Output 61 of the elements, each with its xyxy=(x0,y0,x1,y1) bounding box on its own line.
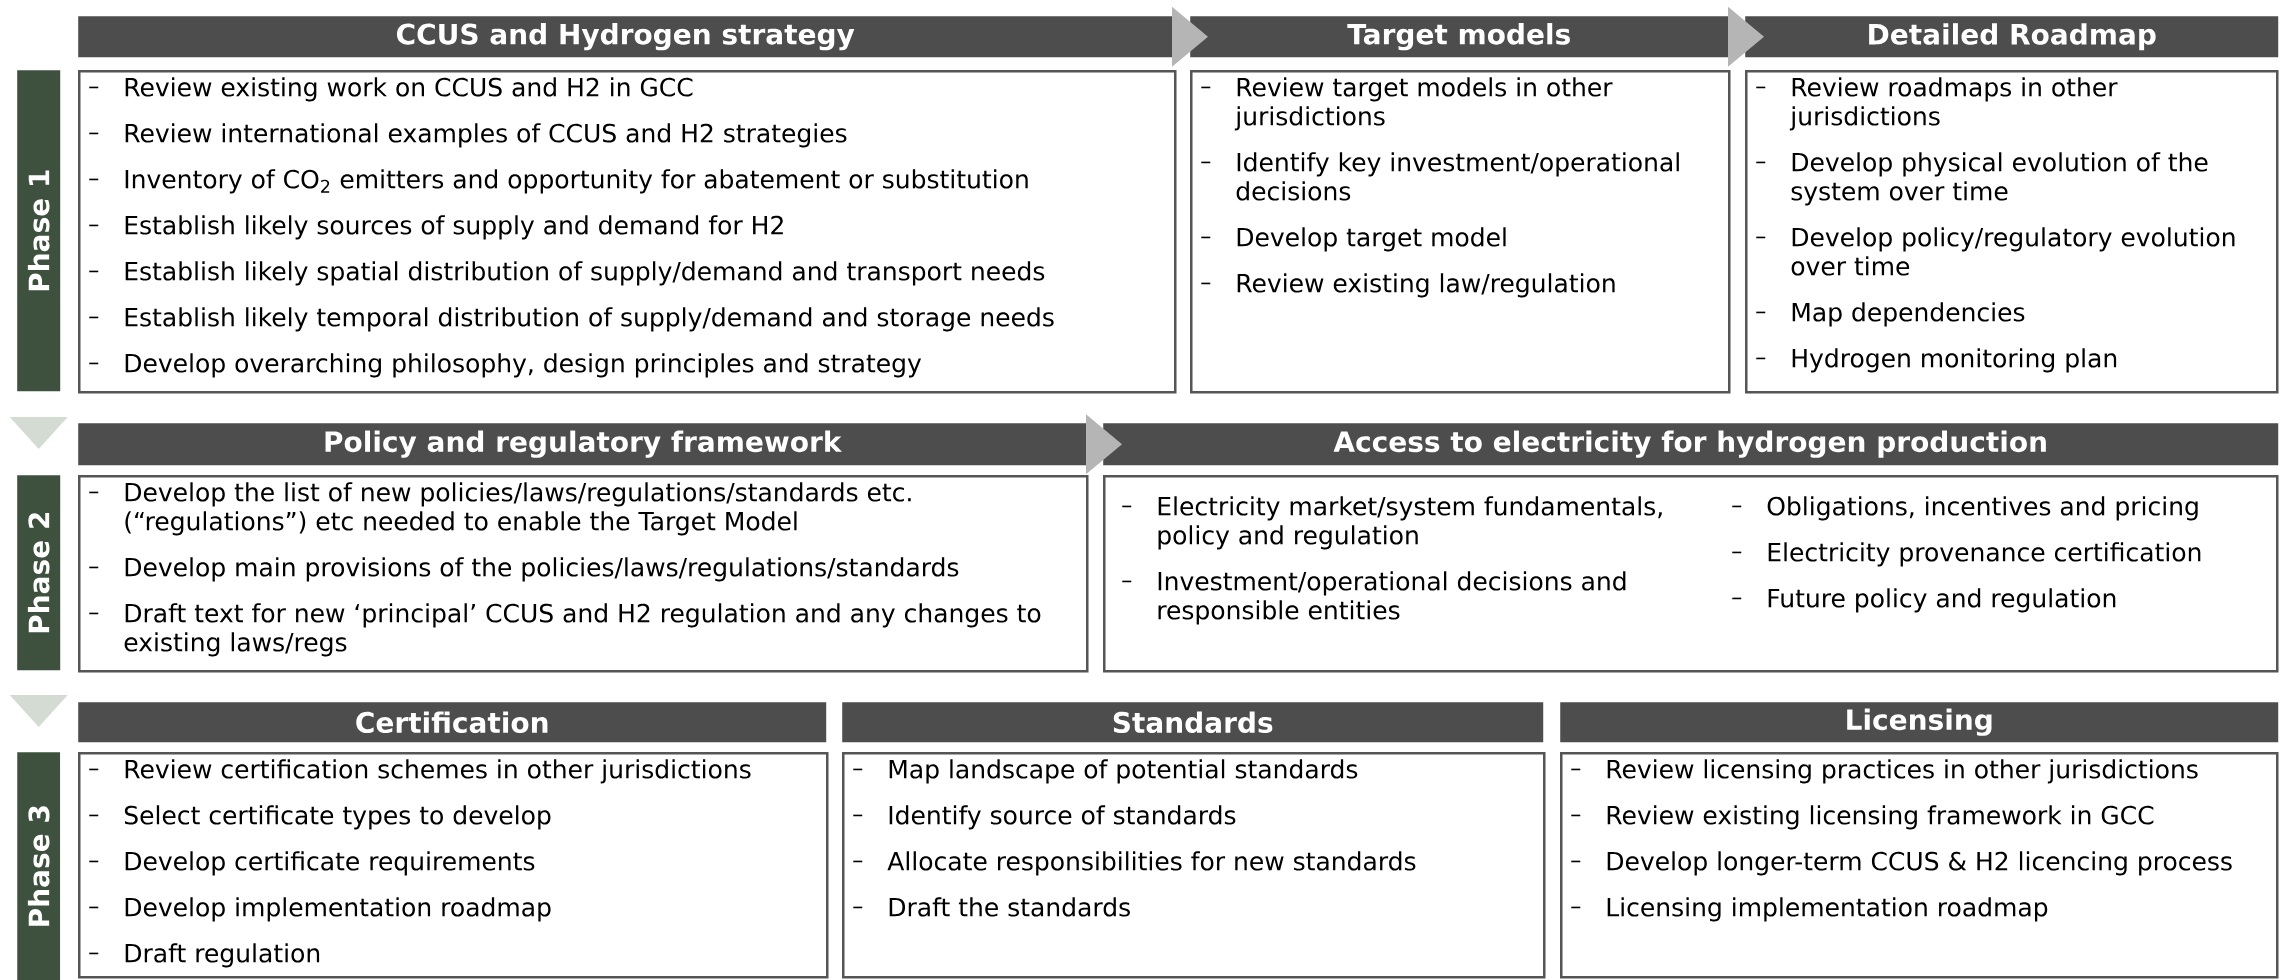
bullet-item: Draft text for new ‘principal’ CCUS and H2 regulation and any changes to existing laws/regs xyxy=(88,603,1041,657)
bullet-item: Map landscape of potential standards xyxy=(852,759,1358,784)
bullet-item: Draft regulation xyxy=(88,943,320,968)
task-box xyxy=(842,752,1546,979)
bullet-item: Review existing licensing framework in GCC xyxy=(1570,805,2154,830)
bullet-item: Develop overarching philosophy, design principles and strategy xyxy=(88,353,922,378)
bullet-item: Review existing work on CCUS and H2 in GCC xyxy=(88,77,693,102)
bullet-item: Licensing implementation roadmap xyxy=(1570,897,2048,922)
chevron-arrow xyxy=(1172,6,1208,67)
chevron-arrow xyxy=(1086,414,1122,475)
task-box xyxy=(78,752,829,979)
bullet-item: Develop policy/regulatory evolution over time xyxy=(1755,227,2235,276)
bullet-item: Develop longer-term CCUS & H2 licencing process xyxy=(1570,851,2232,876)
header-bar: Licensing xyxy=(1560,702,2279,743)
bullet-item: Obligations, incentives and pricing xyxy=(1731,496,2198,521)
task-box xyxy=(1190,70,1731,394)
bullet-item: Review target models in other jurisdictions xyxy=(1200,77,1613,131)
down-triangle-arrow xyxy=(9,695,68,727)
task-box xyxy=(78,475,1089,673)
bullet-item: Investment/operational decisions and responsible entities xyxy=(1121,571,1626,625)
bullet-item: Draft the standards xyxy=(852,897,1130,917)
bullet-item: Develop main provisions of the policies/laws/regulations/standards xyxy=(88,557,959,582)
bullet-item: Identify source of standards xyxy=(852,805,1236,830)
bullet-item: Establish likely spatial distribution of supply/demand and transport needs xyxy=(88,261,1045,286)
bullet-item: Establish likely sources of supply and demand for H2 xyxy=(88,215,783,240)
header-bar: Policy and regulatory framework xyxy=(78,423,1087,466)
bullet-item: Develop implementation roadmap xyxy=(88,897,551,922)
bullet-item: Allocate responsibilities for new standards xyxy=(852,851,1416,876)
bullet-item: Develop the list of new policies/laws/regulations/standards etc. (“regulations”) etc needed to enable the Target Model xyxy=(88,482,911,536)
bullet-item: Map dependencies xyxy=(1755,302,2025,327)
task-box xyxy=(78,70,1177,394)
bullet-item: Review certification schemes in other jurisdictions xyxy=(88,759,751,784)
header-bar: Certification xyxy=(78,702,827,743)
bullet-item: Develop target model xyxy=(1200,227,1506,252)
bullet-item: Hydrogen monitoring plan xyxy=(1755,348,2117,373)
bullet-item: Identify key investment/operational decisions xyxy=(1200,152,1679,201)
task-box xyxy=(1103,475,2279,673)
phase-bar: Phase 1 xyxy=(17,70,61,392)
bullet-item: Review existing law/regulation xyxy=(1200,273,1615,298)
bullet-item: Review licensing practices in other jurisdictions xyxy=(1570,759,2198,784)
bullet-item: Electricity provenance certification xyxy=(1731,542,2201,567)
bullet-item: Review international examples of CCUS and H2 strategies xyxy=(88,123,847,148)
bullet-item: Electricity market/system fundamentals, policy and regulation xyxy=(1121,496,1662,550)
chevron-arrow xyxy=(1728,6,1765,67)
header-bar: CCUS and Hydrogen strategy xyxy=(78,16,1173,58)
header-bar: Target models xyxy=(1190,16,1729,58)
header-bar: Detailed Roadmap xyxy=(1745,16,2279,58)
down-triangle-arrow xyxy=(9,417,68,449)
bullet-item: Select certificate types to develop xyxy=(88,805,551,830)
bullet-item: Review roadmaps in other jurisdictions xyxy=(1755,77,2118,131)
phase-bar: Phase 2 xyxy=(17,475,61,671)
bullet-item: Develop certificate requirements xyxy=(88,851,535,876)
header-bar: Access to electricity for hydrogen production xyxy=(1103,423,2279,466)
task-box xyxy=(1745,70,2279,394)
bullet-item: Inventory of CO$_{2}$ emitters and opportunity for abatement or substitution xyxy=(88,169,1028,194)
bullet-item: Develop physical evolution of the system over time xyxy=(1755,152,2208,206)
phase-bar: Phase 3 xyxy=(17,752,61,980)
bullet-item: Establish likely temporal distribution of supply/demand and storage needs xyxy=(88,307,1054,332)
task-box xyxy=(1560,752,2279,979)
bullet-item: Future policy and regulation xyxy=(1731,588,2116,613)
header-bar: Standards xyxy=(842,702,1544,743)
